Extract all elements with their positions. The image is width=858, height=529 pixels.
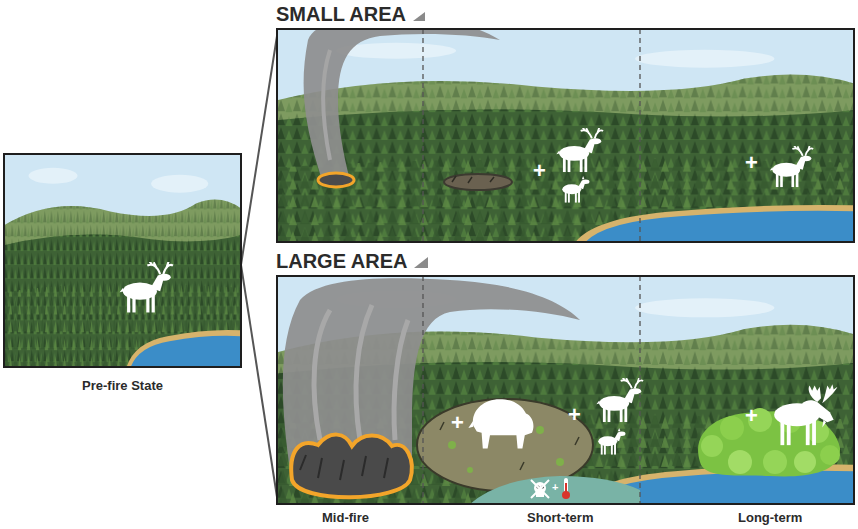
zoom-line [241, 36, 277, 265]
panel-heading: LARGE AREA [276, 250, 430, 273]
scale-triangle [411, 8, 429, 22]
scene-panel: Pre-fire State [3, 153, 242, 368]
plus-sign: + [568, 402, 581, 427]
area-heading: LARGE AREA [276, 250, 407, 273]
zoom-line [241, 265, 277, 497]
panel-heading: SMALL AREA [276, 3, 429, 26]
plus-sign: + [552, 480, 558, 494]
stage-label: Mid-fire [322, 510, 369, 526]
scale-triangle [412, 255, 430, 269]
stage-label: Short-term [527, 510, 593, 526]
plus-sign: + [533, 158, 546, 183]
stage-label: Long-term [738, 510, 802, 526]
scene-panel: SMALL AREA [276, 28, 855, 243]
plus-sign: + [745, 150, 758, 175]
panel-heading: Pre-fire State [5, 376, 240, 394]
scene-panel: LARGE AREA [276, 275, 855, 505]
panel-caption: Pre-fire State [82, 378, 163, 393]
plus-sign: + [451, 410, 464, 435]
plus-sign: + [745, 403, 758, 428]
area-heading: SMALL AREA [276, 3, 406, 26]
